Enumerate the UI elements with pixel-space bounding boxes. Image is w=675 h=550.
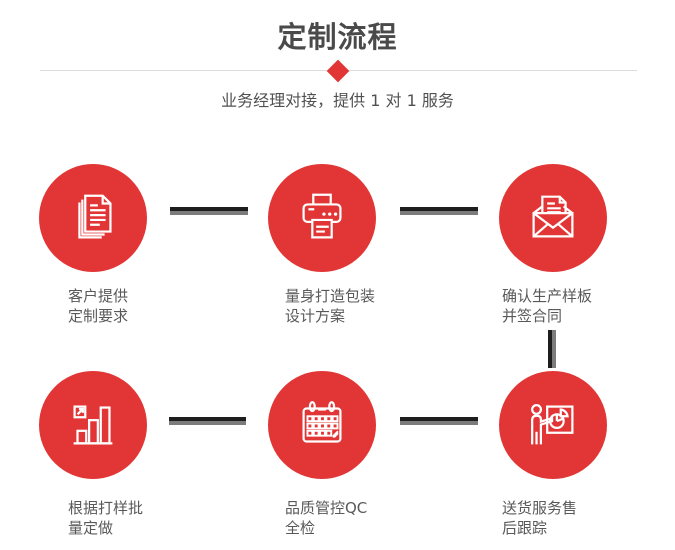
connector-step3-step6 (548, 330, 556, 368)
step-circle-5 (268, 371, 376, 479)
connector-step2-step3 (400, 207, 478, 215)
step-label-2: 量身打造包装 设计方案 (285, 287, 376, 325)
step-circle-4 (39, 371, 147, 479)
printer-icon (302, 193, 342, 239)
connector-step4-step5 (169, 417, 246, 425)
page-title: 定制流程 (277, 20, 398, 54)
bar-chart-icon (73, 405, 113, 445)
envelope-letter-icon (532, 195, 574, 238)
step-label-5: 品质管控QC 全检 (285, 499, 368, 537)
documents-icon (78, 194, 112, 239)
step-circle-1 (39, 164, 147, 272)
connector-step5-step6 (400, 417, 478, 425)
step-circle-6 (499, 371, 607, 479)
step-circle-3 (499, 164, 607, 272)
presentation-icon (531, 404, 574, 445)
connector-step1-step2 (170, 207, 248, 215)
step-label-6: 送货服务售 后跟踪 (502, 499, 578, 537)
step-circle-2 (268, 164, 376, 272)
calendar-icon (302, 401, 342, 443)
step-label-3: 确认生产样板 并签合同 (502, 287, 593, 325)
subtitle: 业务经理对接，提供 1 对 1 服务 (221, 91, 454, 110)
step-label-1: 客户提供 定制要求 (68, 287, 129, 325)
diamond-icon (326, 59, 350, 83)
step-label-4: 根据打样批 量定做 (68, 499, 144, 537)
